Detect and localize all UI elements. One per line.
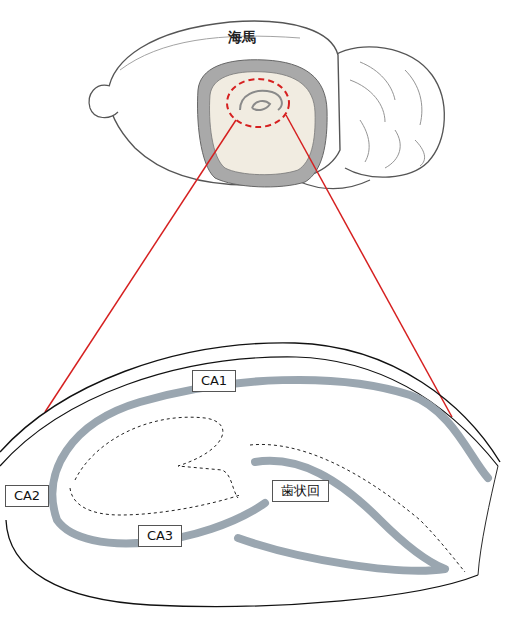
section-outline <box>0 357 498 466</box>
cerebellum-folds <box>350 62 425 168</box>
region-name: CA1 <box>201 373 227 390</box>
fissure-line <box>70 417 465 572</box>
zoom-circle <box>227 79 289 127</box>
region-name: 歯状回 <box>281 483 320 500</box>
region-label-box: CA2 <box>5 485 49 508</box>
region-label-box: CA3 <box>138 525 182 548</box>
cut-surface <box>210 72 316 175</box>
region-name: CA2 <box>14 488 40 505</box>
olfactory-bulb <box>89 85 118 117</box>
structure-label: 海馬 <box>228 29 256 47</box>
dentate-band <box>238 461 445 571</box>
cerebellum <box>335 47 444 177</box>
region-name: CA3 <box>147 528 173 545</box>
cerebrum <box>108 21 340 185</box>
cut-region <box>198 60 328 187</box>
zoom-line <box>286 115 452 417</box>
section-outline <box>478 466 498 575</box>
brainstem <box>300 180 370 189</box>
region-label-box: 歯状回 <box>272 480 329 503</box>
region-label-box: CA1 <box>192 370 236 393</box>
hippocampus-small <box>240 91 282 110</box>
zoom-line <box>45 120 236 412</box>
